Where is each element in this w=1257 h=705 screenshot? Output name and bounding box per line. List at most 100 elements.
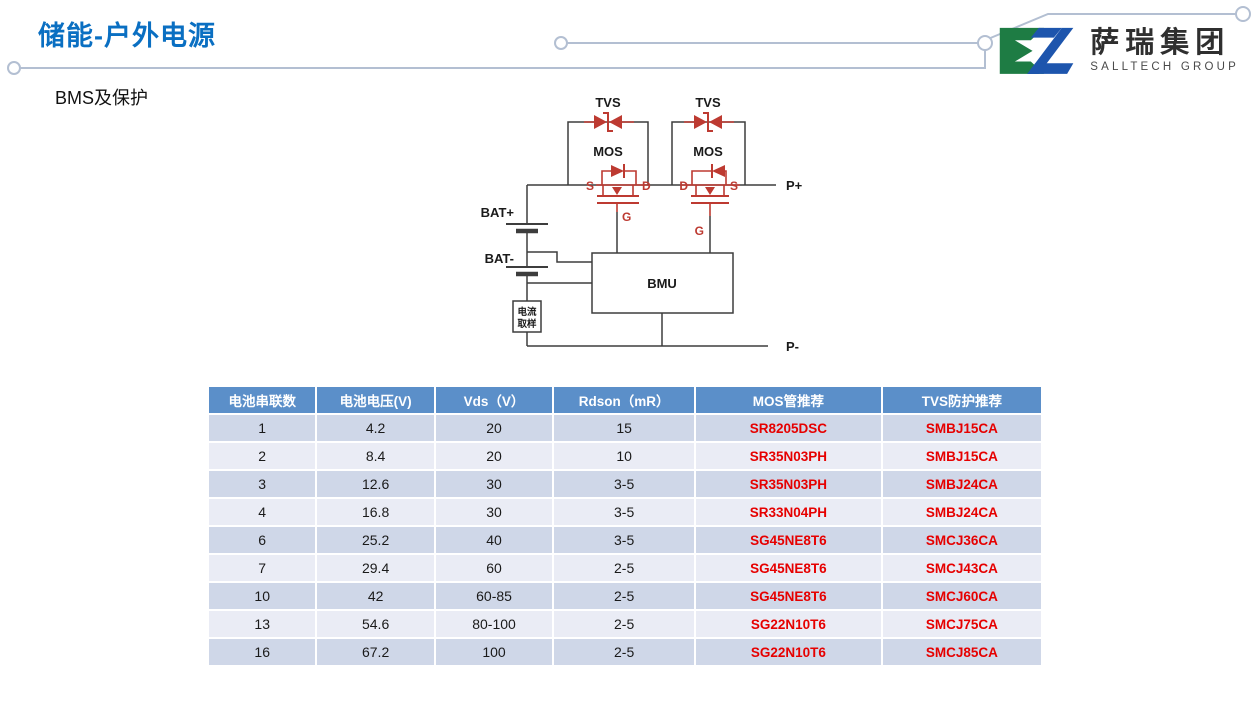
bmu-box (591, 252, 734, 314)
table-cell: 1 (206, 413, 318, 443)
table-cell: 20 (433, 441, 555, 471)
logo-blue-bottom (1027, 63, 1074, 74)
table-cell: 67.2 (315, 637, 436, 667)
table-cell: SMBJ24CA (880, 497, 1044, 527)
logo-company-name: 萨瑞集团 (1090, 26, 1231, 59)
table-cell: 16.8 (315, 497, 436, 527)
table-cell: 42 (315, 581, 436, 611)
table-cell: 4 (206, 497, 318, 527)
bmu-sense-tap1 (527, 251, 592, 263)
table-cell: SMCJ75CA (880, 609, 1044, 639)
p-plus-label: P+ (786, 178, 803, 193)
table-cell: 25.2 (315, 525, 436, 555)
header-battery-series: 电池串联数 (206, 385, 318, 415)
table-cell: 60-85 (433, 581, 555, 611)
table-cell: 7 (206, 553, 318, 583)
section-subtitle: BMS及保护 (55, 88, 149, 108)
table-cell: 30 (433, 497, 555, 527)
table-cell: 3-5 (552, 497, 697, 527)
table-cell: 40 (433, 525, 555, 555)
table-cell: 54.6 (315, 609, 436, 639)
table-cell: 4.2 (315, 413, 436, 443)
table-cell: 20 (433, 413, 555, 443)
tvs-right-bar (703, 112, 713, 132)
table-cell: 6 (206, 525, 318, 555)
mosfet-left-g-label: G (622, 210, 631, 224)
logo-blue-top (1031, 27, 1063, 38)
mosfet-right-g-label: G (695, 224, 704, 238)
current-sample-label-2: 取样 (517, 318, 537, 330)
table-cell: 80-100 (433, 609, 555, 639)
table-cell: SMCJ85CA (880, 637, 1044, 667)
table-cell: 12.6 (315, 469, 436, 499)
table-cell: 2-5 (552, 553, 697, 583)
header-tvs-recommend: TVS防护推荐 (880, 385, 1044, 415)
header-mos-recommend: MOS管推荐 (694, 385, 883, 415)
table-cell: SR35N03PH (694, 441, 883, 471)
table-cell: 13 (206, 609, 318, 639)
bat-minus-label: BAT- (485, 251, 514, 266)
bms-circuit-diagram: TVS TVS MOS MOS BAT+ BAT- P+ P- BMU 电流 取… (481, 95, 803, 354)
header-rdson: Rdson（mR） (552, 385, 697, 415)
table-cell: SG45NE8T6 (694, 553, 883, 583)
mosfet-right-bodydiode-triangle (712, 165, 725, 177)
mosfet-right-d-label: D (679, 179, 688, 193)
tvs-right-triangle2 (709, 115, 722, 129)
table-cell: 29.4 (315, 553, 436, 583)
table-cell: SG22N10T6 (694, 609, 883, 639)
mos-right-label: MOS (693, 144, 723, 159)
logo-mark-icon (1000, 27, 1074, 74)
table-cell: SG45NE8T6 (694, 581, 883, 611)
mosfet-right-bodydiode-loop (691, 170, 727, 185)
mos-left-label: MOS (593, 144, 623, 159)
table-cell: SMBJ15CA (880, 441, 1044, 471)
table-header-row: 电池串联数 电池电压(V) Vds（V） Rdson（mR） MOS管推荐 TV… (206, 385, 1044, 415)
table-cell: 3 (206, 469, 318, 499)
bmu-label: BMU (647, 276, 677, 291)
mosfet-right-arrow (705, 187, 715, 195)
mosfet-right-stubs (695, 185, 725, 196)
table-cell: SR8205DSC (694, 413, 883, 443)
current-sample-box (512, 300, 542, 333)
p-minus-label: P- (786, 339, 799, 354)
tvs-left-label: TVS (595, 95, 621, 110)
table-cell: SG22N10T6 (694, 637, 883, 667)
table-cell: SR35N03PH (694, 469, 883, 499)
mosfet-left-bodydiode-triangle (611, 165, 624, 177)
table-cell: 30 (433, 469, 555, 499)
table-cell: 8.4 (315, 441, 436, 471)
logo-group-name: SALLTECH GROUP (1090, 61, 1239, 74)
tvs-right-label: TVS (695, 95, 721, 110)
table-cell: 2-5 (552, 581, 697, 611)
table-cell: 3-5 (552, 469, 697, 499)
tvs-left-triangle2 (609, 115, 622, 129)
bat-plus-label: BAT+ (481, 205, 515, 220)
table-cell: 16 (206, 637, 318, 667)
header-vds: Vds（V） (433, 385, 555, 415)
table-cell: 60 (433, 553, 555, 583)
table-cell: 2 (206, 441, 318, 471)
header-battery-voltage: 电池电压(V) (315, 385, 436, 415)
mosfet-left-arrow (612, 187, 622, 195)
table-cell: SG45NE8T6 (694, 525, 883, 555)
table-cell: SR33N04PH (694, 497, 883, 527)
logo-green-shape (1000, 27, 1045, 74)
mosfet-right-s-label: S (730, 179, 738, 193)
table-cell: SMBJ15CA (880, 413, 1044, 443)
mosfet-left-stubs (602, 185, 634, 196)
logo-text: 萨瑞集团 SALLTECH GROUP (1090, 27, 1239, 73)
table-cell: 100 (433, 637, 555, 667)
table-cell: SMCJ43CA (880, 553, 1044, 583)
table-cell: 2-5 (552, 609, 697, 639)
